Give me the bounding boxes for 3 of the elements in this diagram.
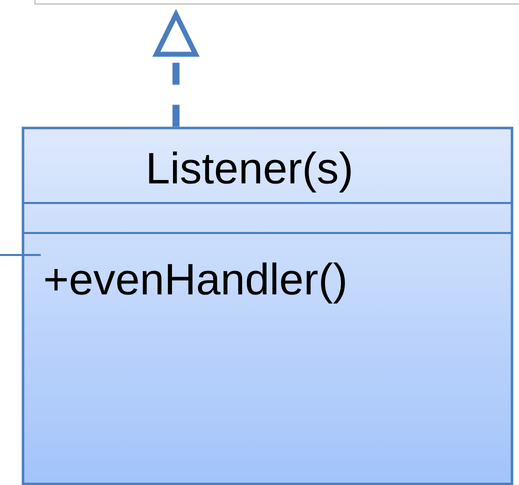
class-box: Listener(s) +evenHandler(): [22, 126, 514, 485]
connector-line: [0, 254, 41, 256]
box: [34, 0, 519, 5]
